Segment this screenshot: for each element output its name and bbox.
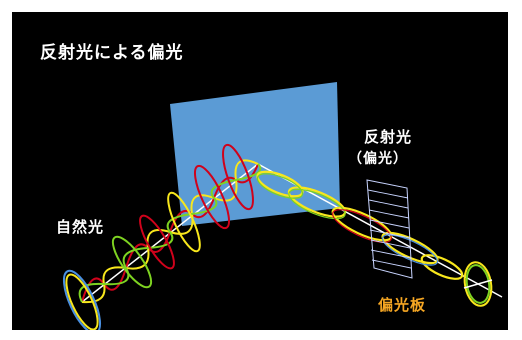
exit-ellipse: [463, 261, 493, 307]
reflected-loop-2-green: [288, 188, 346, 220]
wave-loop-2: [139, 214, 175, 270]
exit-axis: [463, 279, 493, 289]
reflected-loop-4-blue: [381, 234, 439, 266]
polarizer-slits: [367, 189, 412, 269]
wave-loop-1: [111, 235, 153, 289]
polarizer-plate: [366, 179, 413, 279]
entry-ellipse: [62, 269, 102, 330]
incident-wave-green: [78, 163, 262, 303]
reflected-loop-3-red: [332, 209, 392, 243]
diagram-title: 反射光による偏光: [40, 43, 184, 63]
wave-loop-3: [167, 191, 201, 253]
reflected-loop-1-green: [256, 173, 304, 199]
reflected-loop-5: [420, 254, 464, 280]
entry-ellipse-inner: [65, 273, 99, 330]
polarizer-label: 偏光板: [378, 296, 427, 314]
incident-wave: [78, 159, 262, 304]
wave-loop-4: [194, 164, 230, 230]
reflected-light-label: 反射光: [364, 128, 413, 146]
reflected-loop-3: [331, 206, 393, 242]
wave-loop-5: [222, 143, 254, 211]
reflecting-surface: [170, 82, 340, 226]
natural-light-label: 自然光: [56, 218, 105, 236]
polarizer-outline: [366, 179, 413, 279]
incident-ellipses: [62, 143, 254, 330]
polarization-diagram: [62, 82, 503, 330]
exit-ellipse-yellow: [463, 261, 493, 307]
polarized-label: （偏光）: [348, 151, 408, 167]
exit-ellipse-green: [465, 264, 491, 304]
reflected-wave: [256, 170, 464, 280]
diagram-frame: 反射光による偏光 自然光 反射光 （偏光） 偏光板: [12, 12, 508, 330]
